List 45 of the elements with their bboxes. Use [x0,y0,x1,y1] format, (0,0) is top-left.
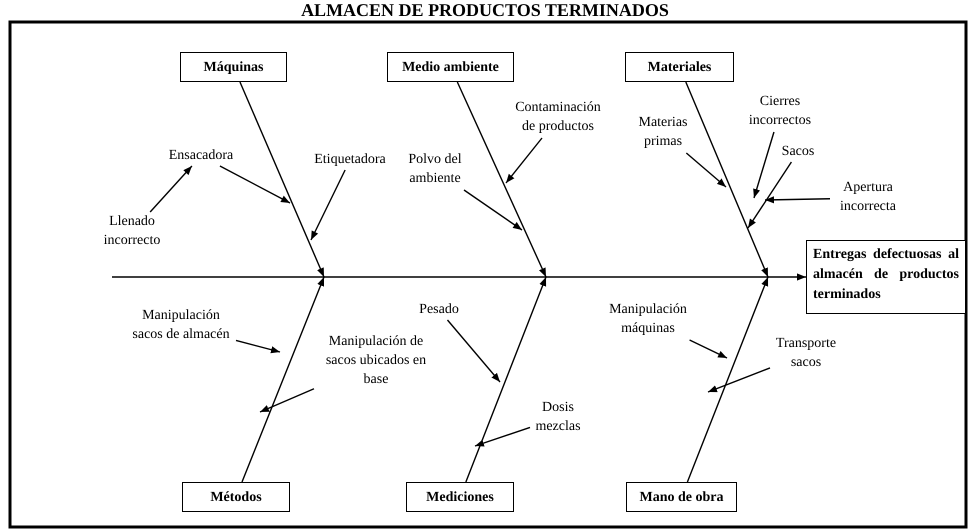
cause-label: Cierres incorrectos [740,92,820,132]
category-box: Mediciones [406,482,514,512]
arrow [474,426,530,447]
diagram-title: ALMACEN DE PRODUCTOS TERMINADOS [300,0,670,20]
arrow [236,340,280,354]
category-box: Máquinas [180,52,287,82]
arrow [685,82,769,278]
arrow [456,82,547,278]
cause-label: Manipulación de sacos ubicados en base [314,332,438,392]
cause-label: Contaminación de productos [508,98,608,138]
cause-label: Pesado [414,300,464,320]
arrow [764,196,830,204]
cause-label: Etiquetadora [312,150,388,170]
arrow [112,273,806,281]
cause-label: Sacos [781,142,815,162]
cause-label: Transporte sacos [770,334,842,374]
cause-label: Manipulación sacos de almacén [126,306,236,346]
category-box: Medio ambiente [387,52,514,82]
arrow [686,152,726,188]
cause-label: Manipulación máquinas [602,300,694,340]
arrow [220,165,290,204]
category-box: Materiales [625,52,734,82]
arrow [310,170,346,240]
cause-label: Llenado incorrecto [96,212,168,252]
cause-label: Ensacadora [160,146,242,166]
effect-box: Entregas defectuosas al almacén de productos terminados [806,240,966,314]
arrow [753,132,775,198]
arrow [505,138,543,184]
cause-label: Apertura incorrecta [830,178,906,218]
arrow [686,276,769,482]
category-box: Métodos [182,482,290,512]
arrow [150,166,192,212]
arrow [260,388,314,413]
cause-label: Polvo del ambiente [400,150,470,190]
arrow [464,189,522,231]
arrow [465,276,547,482]
arrow [747,162,792,228]
arrow [689,339,728,359]
cause-label: Dosis mezclas [530,398,586,438]
arrow [446,320,501,382]
cause-label: Materias primas [630,113,696,153]
arrow [239,82,325,278]
category-box: Mano de obra [626,482,737,512]
arrow [241,276,325,482]
arrow [708,367,770,393]
